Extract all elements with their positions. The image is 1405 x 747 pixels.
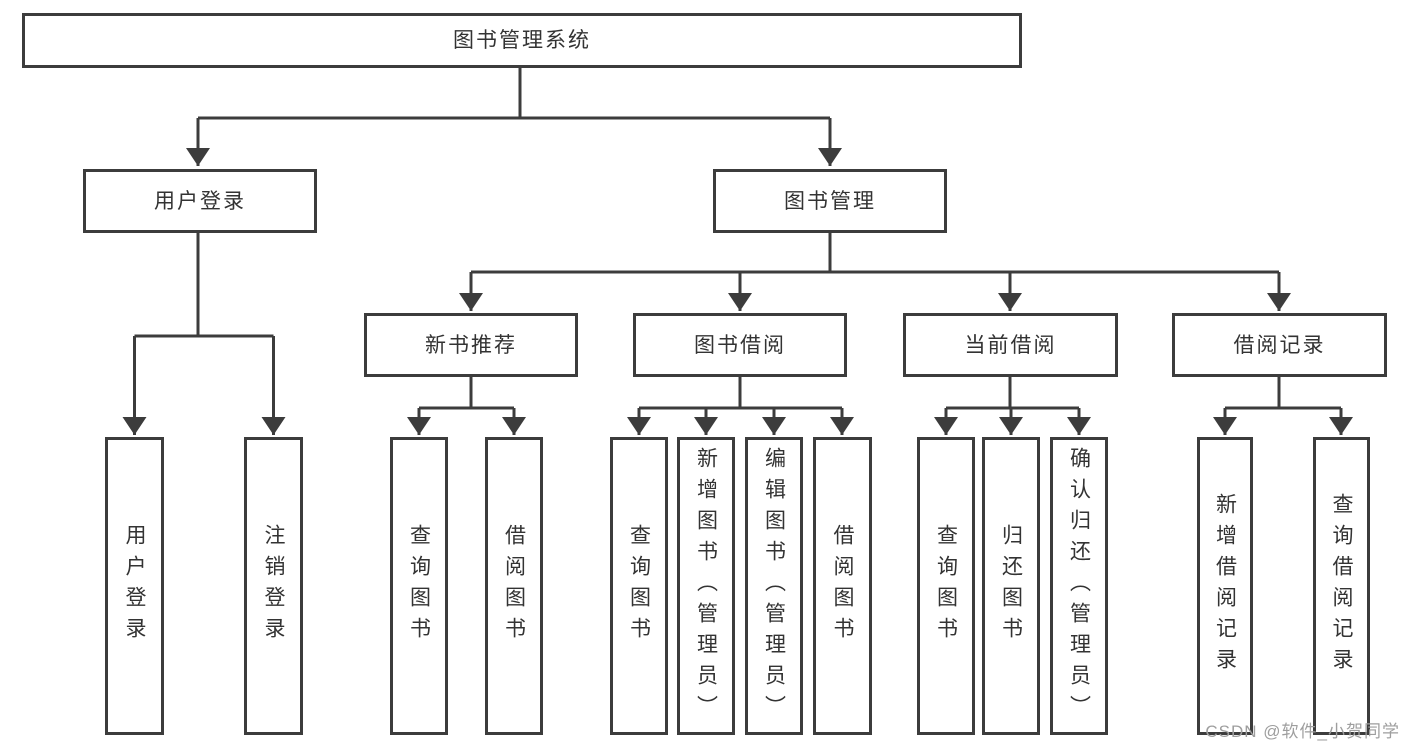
- leaf-current-confirm-return-admin: 确认归还（管理员）: [1050, 437, 1108, 735]
- node-borrow-records: 借阅记录: [1172, 313, 1387, 377]
- node-root-system: 图书管理系统: [22, 13, 1022, 68]
- leaf-borrow-edit-books-admin: 编辑图书（管理员）: [745, 437, 803, 735]
- node-book-management: 图书管理: [713, 169, 947, 233]
- leaf-current-return-books: 归还图书: [982, 437, 1040, 735]
- leaf-newbook-query-books: 查询图书: [390, 437, 448, 735]
- leaf-logout: 注销登录: [244, 437, 303, 735]
- node-user-login: 用户登录: [83, 169, 317, 233]
- leaf-newbook-borrow-books: 借阅图书: [485, 437, 543, 735]
- leaf-borrow-add-books-admin: 新增图书（管理员）: [677, 437, 735, 735]
- node-new-book-recommend: 新书推荐: [364, 313, 578, 377]
- csdn-watermark: CSDN @软件_小贺同学: [1205, 722, 1400, 741]
- node-current-borrow: 当前借阅: [903, 313, 1118, 377]
- leaf-records-add: 新增借阅记录: [1197, 437, 1253, 735]
- leaf-user-login: 用户登录: [105, 437, 164, 735]
- leaf-borrow-borrow-books: 借阅图书: [813, 437, 872, 735]
- leaf-current-query-books: 查询图书: [917, 437, 975, 735]
- leaf-borrow-query-books: 查询图书: [610, 437, 668, 735]
- node-book-borrow: 图书借阅: [633, 313, 847, 377]
- leaf-records-query: 查询借阅记录: [1313, 437, 1370, 735]
